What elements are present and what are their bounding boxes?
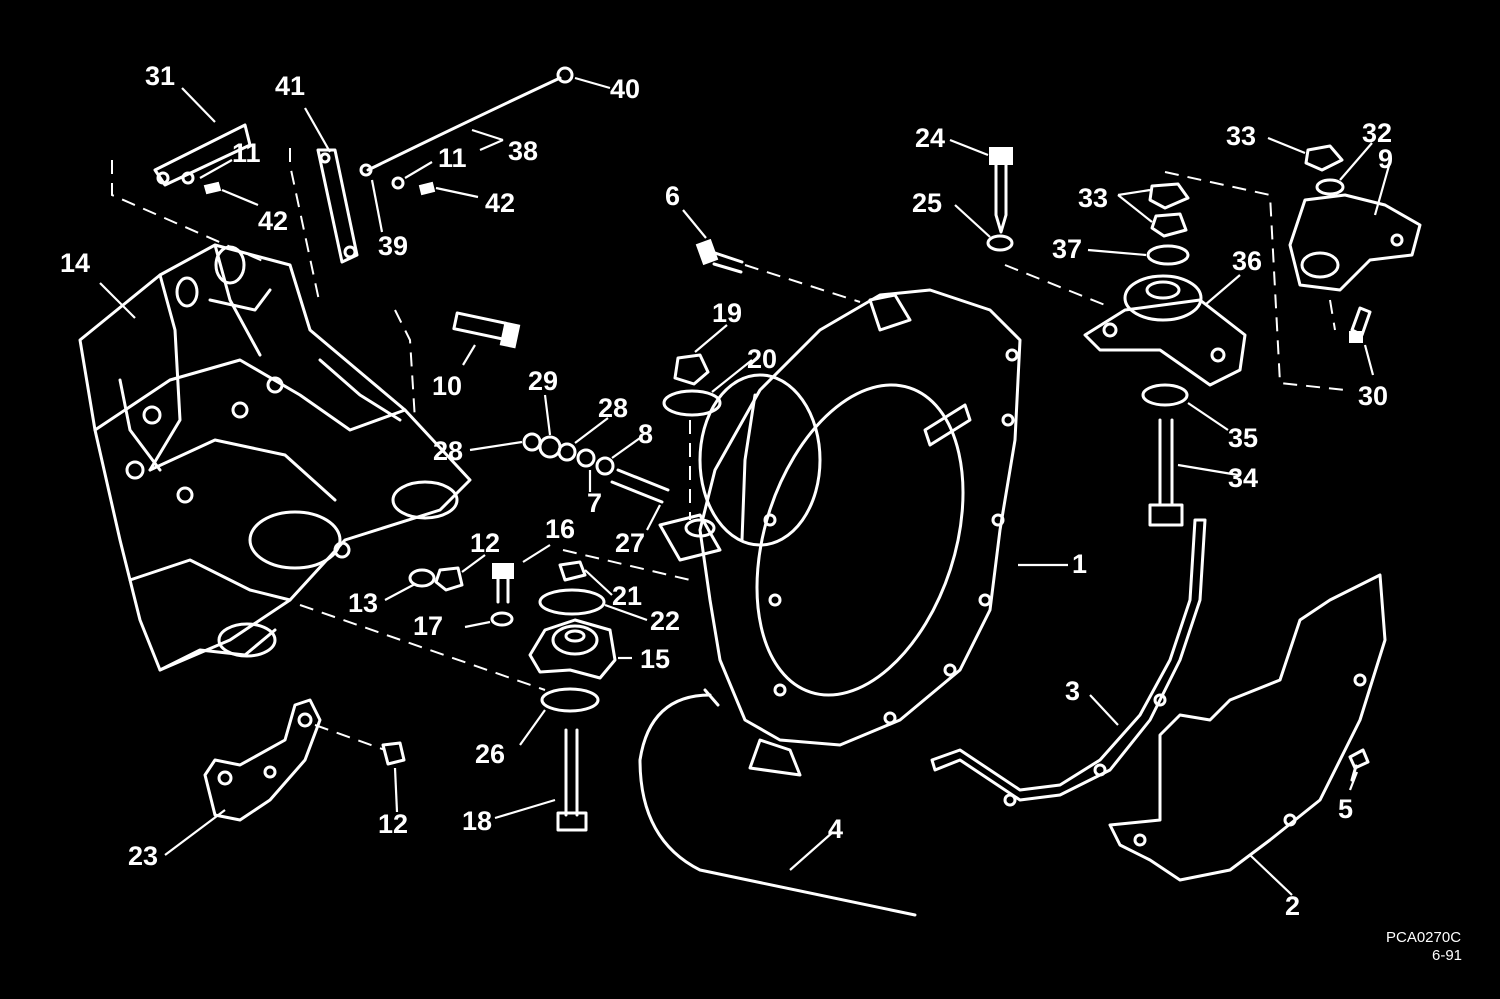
- flywheel-housing: [658, 288, 1022, 777]
- mount-bracket-9: [1288, 193, 1422, 292]
- callout-39: 39: [378, 231, 408, 261]
- bolt-16: [492, 563, 514, 604]
- bolt-24: [989, 147, 1013, 234]
- callout-29: 29: [528, 366, 558, 396]
- ground-wire: [366, 66, 574, 172]
- callout-13: 13: [348, 588, 378, 618]
- callout-40: 40: [610, 74, 640, 104]
- callout-36: 36: [1232, 246, 1262, 276]
- callout-19: 19: [712, 298, 742, 328]
- callout-21: 21: [612, 581, 642, 611]
- drain-tube: [638, 688, 917, 917]
- motor-mount-36: [1083, 274, 1247, 387]
- callout-3: 3: [1065, 676, 1080, 706]
- transom-bracket-housing: [78, 243, 472, 672]
- callout-17: 17: [413, 611, 443, 641]
- callout-42: 42: [258, 206, 288, 236]
- callout-1: 1: [1072, 549, 1087, 579]
- callout-24: 24: [915, 123, 945, 153]
- callout-5: 5: [1338, 794, 1353, 824]
- drawing-date: 6-91: [1432, 947, 1462, 964]
- nut-12-lower: [381, 741, 406, 766]
- callout-23: 23: [128, 841, 158, 871]
- cover-2: [1108, 573, 1387, 882]
- leader-lines: [99, 76, 1392, 896]
- washer-20: [662, 389, 722, 417]
- bolt-18: [556, 728, 588, 832]
- bolt-10: [452, 311, 521, 349]
- washer-37: [1146, 244, 1190, 266]
- washer-17: [490, 611, 514, 627]
- nuts-33: [1148, 144, 1344, 238]
- bolt-6: [695, 238, 744, 274]
- callout-12: 12: [470, 528, 500, 558]
- callout-9: 9: [1378, 144, 1393, 174]
- callout-41: 41: [275, 71, 305, 101]
- callout-33: 33: [1078, 183, 1108, 213]
- callout-labels: 31 41 40 11 38 11 42 42 39 14 6 24 33 32…: [60, 61, 1393, 921]
- callout-10: 10: [432, 371, 462, 401]
- callout-11: 11: [438, 143, 467, 173]
- alignment-lines: [111, 148, 1346, 751]
- callout-27: 27: [615, 528, 645, 558]
- callout-33: 33: [1226, 121, 1256, 151]
- bolt-34: [1148, 418, 1184, 527]
- callout-26: 26: [475, 739, 505, 769]
- callout-42: 42: [485, 188, 515, 218]
- callout-31: 31: [145, 61, 175, 91]
- washer-26: [540, 687, 600, 713]
- callout-22: 22: [650, 606, 680, 636]
- callout-38: 38: [508, 136, 538, 166]
- callout-6: 6: [665, 181, 680, 211]
- callout-7: 7: [587, 488, 602, 518]
- washer-32: [1315, 178, 1345, 196]
- screw-30: [1349, 306, 1372, 343]
- callout-20: 20: [747, 344, 777, 374]
- callout-15: 15: [640, 644, 670, 674]
- motor-mount-15: [528, 618, 617, 680]
- washer-25: [986, 234, 1014, 252]
- callout-12: 12: [378, 809, 408, 839]
- callout-25: 25: [912, 188, 942, 218]
- callout-4: 4: [828, 814, 843, 844]
- screw-5: [1348, 748, 1370, 782]
- callout-30: 30: [1358, 381, 1388, 411]
- nut-12-upper: [434, 566, 464, 592]
- callout-34: 34: [1228, 463, 1258, 493]
- nut-21: [558, 560, 587, 582]
- ground-strap-bracket: [153, 123, 252, 195]
- callout-28: 28: [598, 393, 628, 423]
- callout-11: 11: [232, 138, 261, 168]
- callout-8: 8: [638, 419, 653, 449]
- drawing-code: PCA0270C: [1386, 929, 1461, 946]
- callout-16: 16: [545, 514, 575, 544]
- callout-18: 18: [462, 806, 492, 836]
- washer-13: [408, 568, 436, 588]
- washer-35: [1141, 383, 1189, 407]
- gasket-3: [930, 518, 1207, 807]
- nut-19: [673, 353, 710, 386]
- stud-assembly: [522, 432, 670, 504]
- callout-28: 28: [433, 436, 463, 466]
- bracket-23: [203, 698, 322, 822]
- callout-2: 2: [1285, 891, 1300, 921]
- washer-22: [538, 588, 606, 616]
- callout-37: 37: [1052, 234, 1082, 264]
- callout-14: 14: [60, 248, 90, 278]
- callout-32: 32: [1362, 118, 1392, 148]
- callout-35: 35: [1228, 423, 1258, 453]
